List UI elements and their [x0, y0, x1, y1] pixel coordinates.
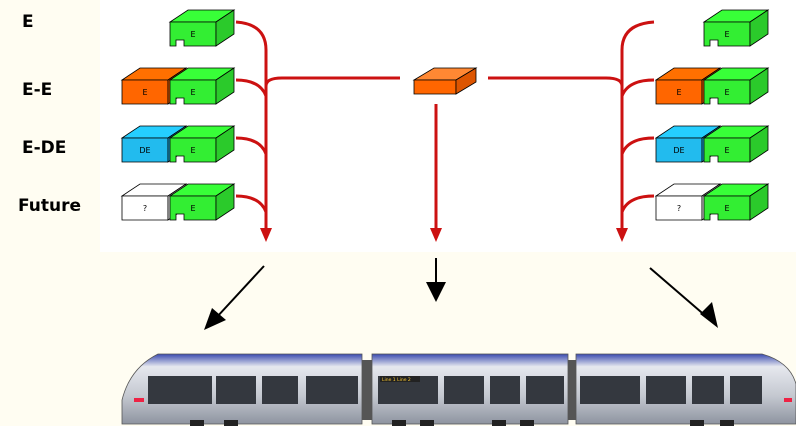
svg-text:?: ? — [143, 204, 147, 213]
svg-text:E: E — [190, 204, 195, 213]
center-orange-block — [412, 67, 478, 95]
row-label-e-de: E-DE — [22, 138, 67, 158]
block-left-e-row3: E — [168, 125, 236, 163]
block-right-e-row2: E — [702, 67, 770, 105]
tram-train: Line 1 Line 2 — [121, 353, 796, 426]
svg-text:E: E — [142, 88, 147, 97]
left-red-arrowhead — [260, 228, 272, 242]
train-destination-sign: Line 1 Line 2 — [382, 377, 411, 383]
block-left-e-row1: E — [168, 9, 236, 47]
black-arrowhead-right — [700, 302, 718, 328]
svg-text:E: E — [724, 146, 729, 155]
row-label-future: Future — [18, 196, 82, 216]
svg-text:DE: DE — [139, 146, 150, 155]
svg-text:E: E — [724, 88, 729, 97]
svg-text:E: E — [676, 88, 681, 97]
svg-text:E: E — [724, 30, 729, 39]
svg-text:E: E — [190, 146, 195, 155]
block-right-e-row4: E — [702, 183, 770, 221]
black-arrowhead-left — [204, 308, 226, 330]
black-arrows — [215, 258, 709, 319]
svg-text:E: E — [190, 30, 195, 39]
svg-text:DE: DE — [673, 146, 684, 155]
svg-text:E: E — [190, 88, 195, 97]
black-arrowhead-center — [426, 282, 446, 302]
block-right-e-row3: E — [702, 125, 770, 163]
right-red-arrowhead — [616, 228, 628, 242]
right-red-arrow — [488, 20, 655, 232]
svg-text:?: ? — [677, 204, 681, 213]
left-red-arrow — [235, 20, 400, 232]
row-label-e-e: E-E — [22, 80, 53, 100]
block-right-e-row1: E — [702, 9, 770, 47]
row-label-e: E — [22, 12, 34, 32]
svg-text:E: E — [724, 204, 729, 213]
block-left-e-row2: E — [168, 67, 236, 105]
black-arrow-right — [649, 267, 709, 319]
black-arrow-left — [215, 265, 265, 319]
block-left-e-row4: E — [168, 183, 236, 221]
center-red-arrowhead — [430, 228, 442, 242]
